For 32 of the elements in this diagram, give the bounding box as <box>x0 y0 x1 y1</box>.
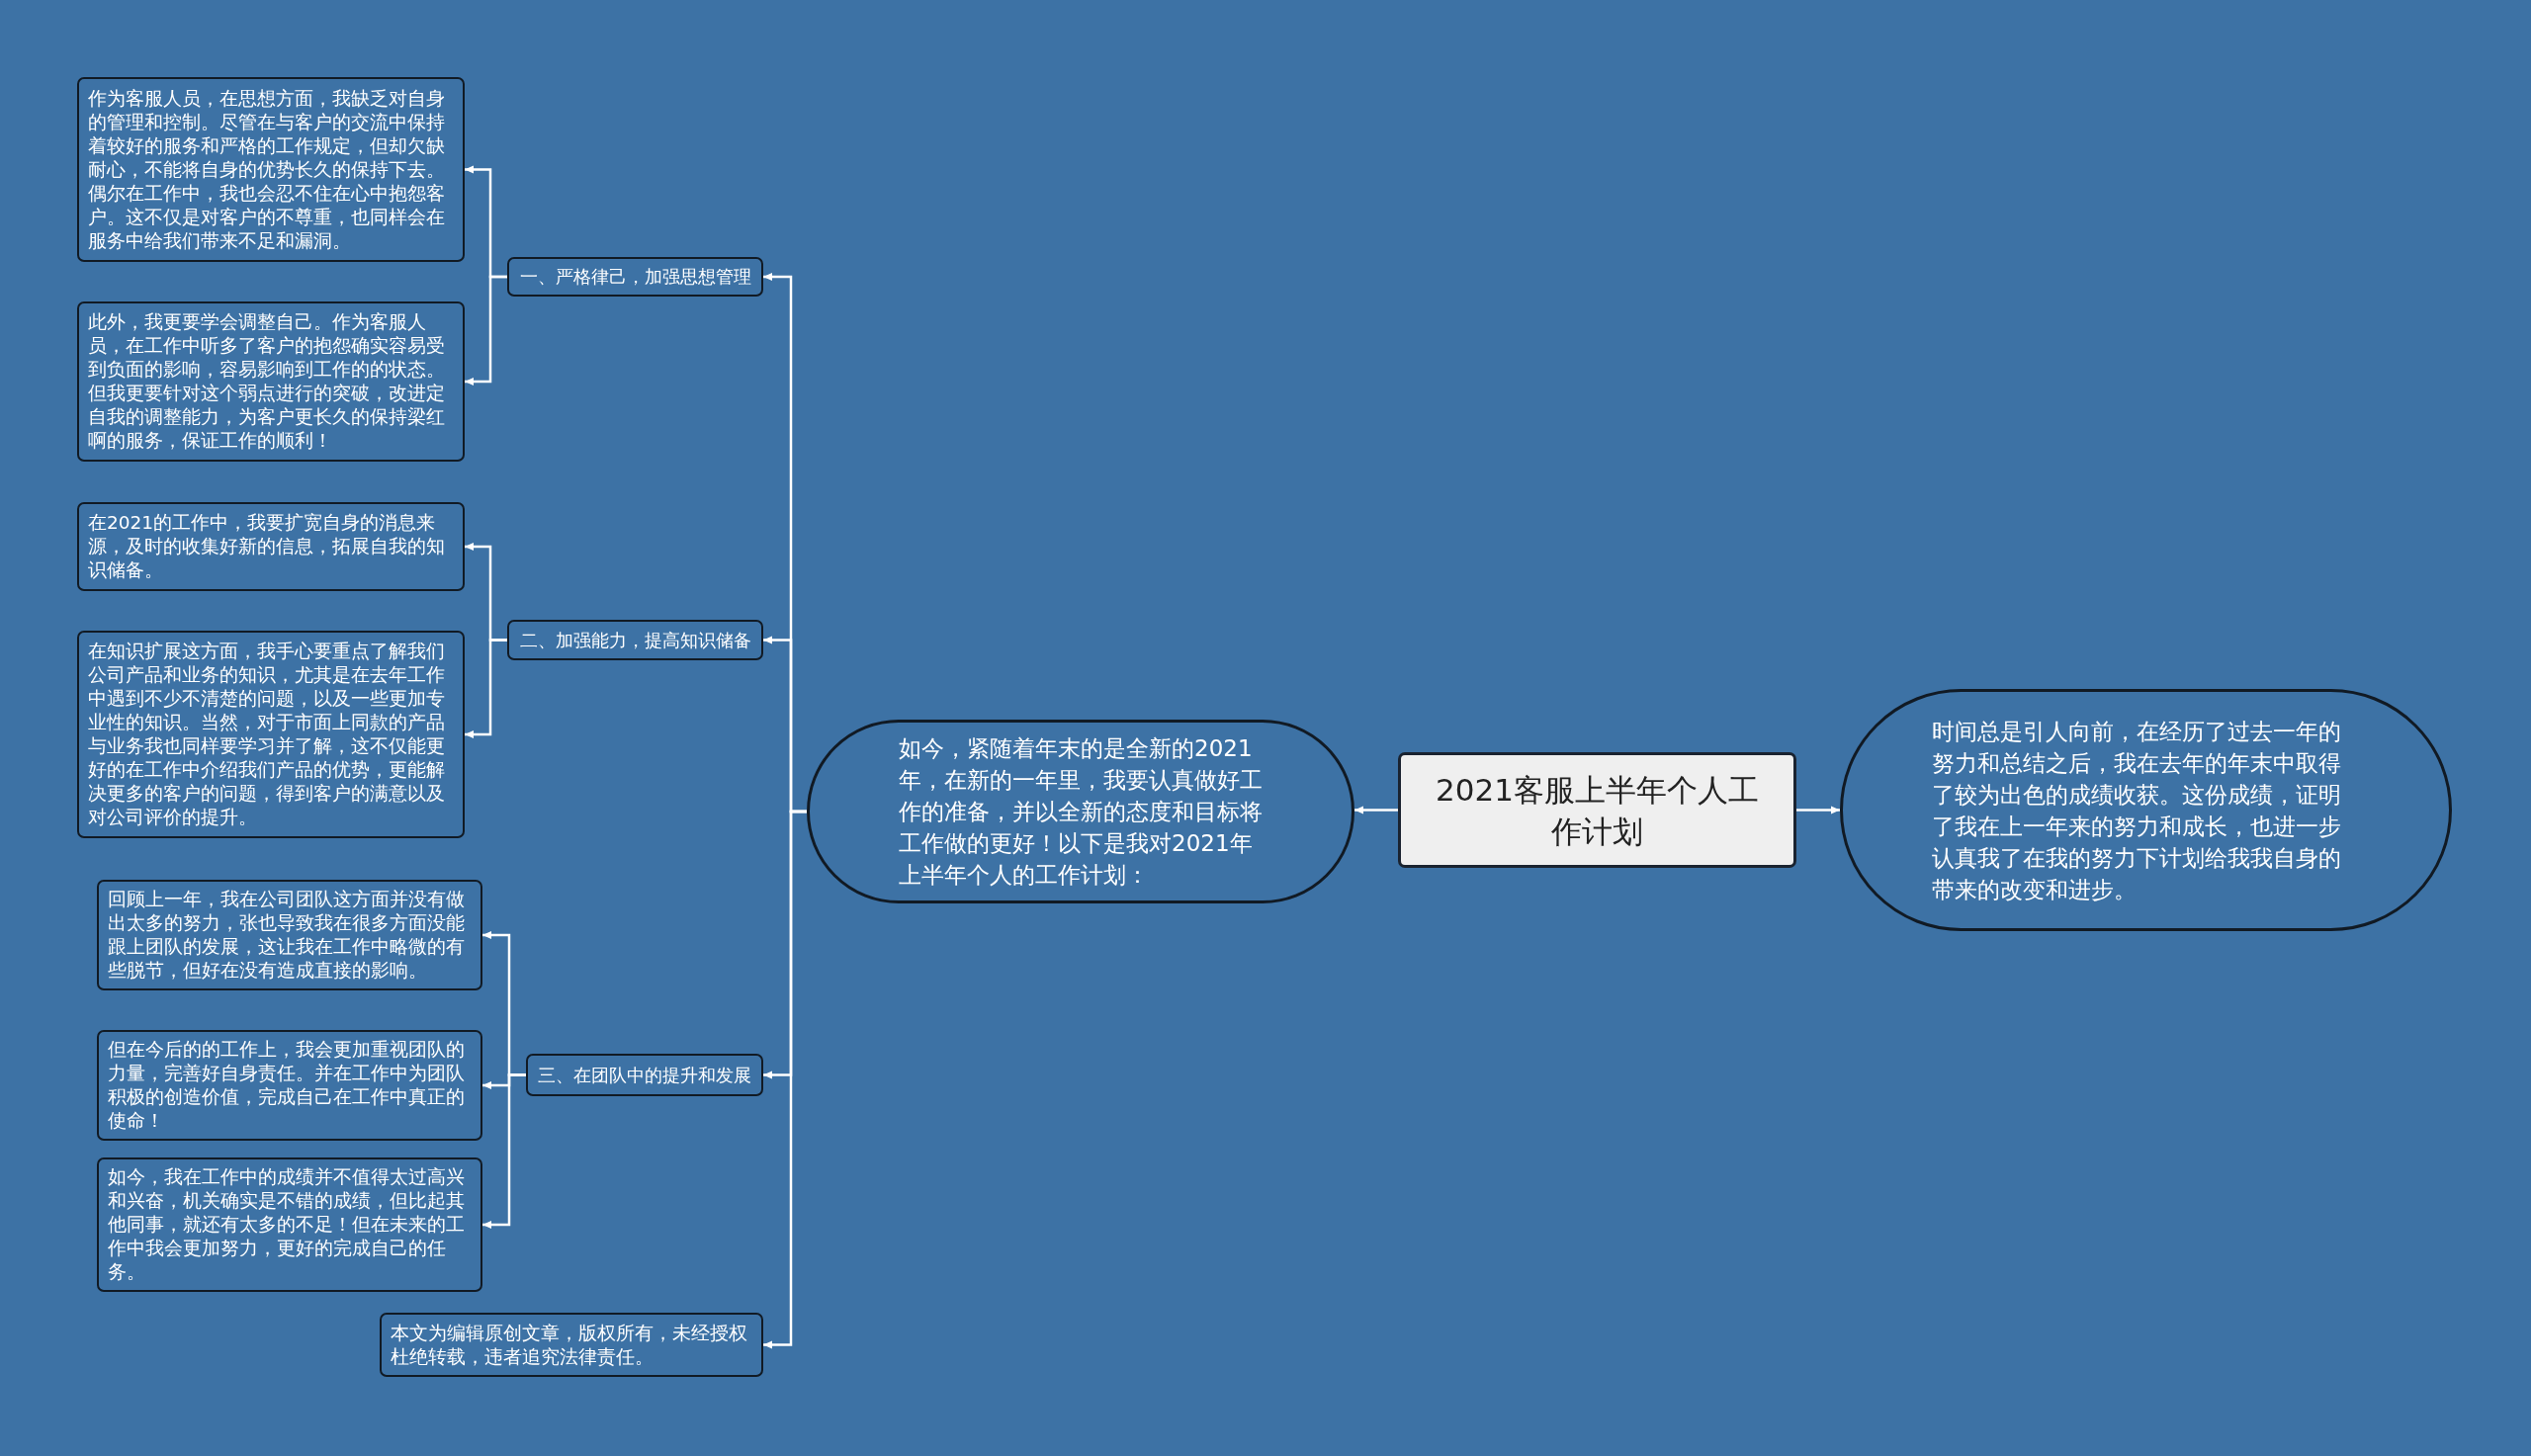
note-box <box>97 1030 482 1141</box>
note-box <box>97 880 482 990</box>
node-text: 三、在团队中的提升和发展 <box>538 1063 751 1087</box>
topic-box <box>1398 752 1796 868</box>
node-text: 回顾上一年，我在公司团队这方面并没有做出太多的努力，张也导致我在很多方面没能跟上团队的发展，这让我在工作中略微的有些脱节，但好在没有造成直接的影响。 <box>108 888 466 983</box>
branch-box <box>507 620 763 660</box>
note-box <box>77 502 465 591</box>
connector-arrow <box>1796 806 1840 814</box>
connector-arrow <box>482 1073 526 1229</box>
branch-box <box>526 1054 763 1096</box>
node-text: 在知识扩展这方面，我手心要重点了解我们公司产品和业务的知识，尤其是在去年工作中遇到不少不清楚的问题，以及一些更加专业性的知识。当然，对于市面上同款的产品与业务我也同样要学习并了解，这不仅能更好的在工作中介绍我们产品的优势，更能解决更多的客户的问题，得到客户的满意以及对公司评价的提升。 <box>88 640 446 829</box>
node-text: 时间总是引人向前，在经历了过去一年的努力和总结之后，我在去年的年末中取得了较为出色的成绩收获。这份成绩，证明了我在上一年来的努力和成长，也进一步认真我了在我的努力下计划给我我自身的带来的改变和进步。 <box>1932 717 2342 904</box>
note-box <box>77 301 465 462</box>
node-text: 本文为编辑原创文章，版权所有，未经授权杜绝转载，违者追究法律责任。 <box>391 1321 748 1369</box>
node-text: 如今，紧随着年末的是全新的2021年，在新的一年里，我要认真做好工作的准备，并以全新的态度和目标将工作做的更好！以下是我对2021年上半年个人的工作计划： <box>899 734 1263 890</box>
node-text: 但在今后的的工作上，我会更加重视团队的力量，完善好自身责任。并在工作中为团队积极的创造价值，完成自己在工作中真正的使命！ <box>108 1038 466 1133</box>
branch-box <box>507 257 763 297</box>
node-text: 作为客服人员，在思想方面，我缺乏对自身的管理和控制。尽管在与客户的交流中保持着较好的服务和严格的工作规定，但却欠缺耐心，不能将自身的优势长久的保持下去。偶尔在工作中，我也会忍不住在心中抱怨客户。这不仅是对客户的不尊重，也同样会在服务中给我们带来不足和漏洞。 <box>88 86 446 253</box>
connector-arrow <box>1354 806 1398 814</box>
note-box <box>77 631 465 838</box>
note-box <box>380 1313 763 1377</box>
node-text: 二、加强能力，提高知识储备 <box>519 628 751 652</box>
node-text: 如今，我在工作中的成绩并不值得太过高兴和兴奋，机关确实是不错的成绩，但比起其他同事，就还有太多的不足！但在未来的工作中我会更加努力，更好的完成自己的任务。 <box>108 1165 466 1284</box>
node-text: 一、严格律己，加强思想管理 <box>519 265 751 289</box>
connector-arrow <box>763 810 807 1349</box>
note-box <box>77 77 465 262</box>
connector-arrow <box>465 275 507 385</box>
node-text: 在2021的工作中，我要扩宽自身的消息来源，及时的收集好新的信息，拓展自我的知识储备。 <box>88 511 446 582</box>
note-box <box>97 1157 482 1292</box>
connector-arrow <box>465 639 507 738</box>
node-text: 此外，我更要学会调整自己。作为客服人员，在工作中听多了客户的抱怨确实容易受到负面的影响，容易影响到工作的的状态。但我更要针对这个弱点进行的突破，改进定自我的调整能力，为客户更长久的保持梁红啊的服务，保证工作的顺利！ <box>88 310 446 453</box>
node-text: 2021客服上半年个人工作计划 <box>1435 770 1760 851</box>
